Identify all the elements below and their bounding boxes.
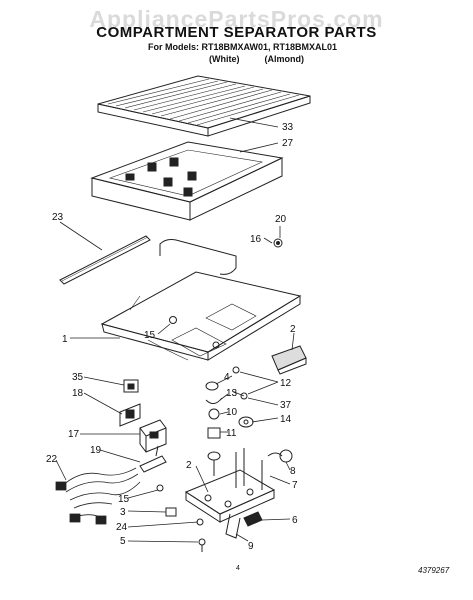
models-line: For Models: RT18BMXAW01, RT18BMXAL01 bbox=[147, 42, 338, 52]
callout-15-upper: 15 bbox=[144, 330, 156, 341]
diagram-title: COMPARTMENT SEPARATOR PARTS bbox=[96, 24, 377, 41]
screw-20-drawing bbox=[273, 238, 283, 248]
callout-11: 11 bbox=[226, 428, 237, 439]
callout-4: 4 bbox=[224, 372, 230, 383]
screw-15-upper-drawing bbox=[169, 316, 177, 324]
callout-2-lower: 2 bbox=[186, 460, 192, 471]
callout-8: 8 bbox=[290, 466, 296, 477]
callout-22: 22 bbox=[46, 454, 58, 465]
callout-1: 1 bbox=[62, 334, 68, 345]
callout-6: 6 bbox=[292, 515, 298, 526]
screws-lower-drawing bbox=[156, 484, 206, 552]
callout-3: 3 bbox=[120, 507, 126, 518]
callout-10: 10 bbox=[226, 407, 238, 418]
callout-5: 5 bbox=[120, 536, 126, 547]
callout-27: 27 bbox=[282, 138, 294, 149]
colors-line: (White) (Almond) bbox=[209, 54, 304, 64]
thermostat-assembly-drawing bbox=[205, 381, 223, 476]
callout-20: 20 bbox=[275, 214, 287, 225]
callout-12: 12 bbox=[280, 378, 292, 389]
watermark: AppliancePartsPros.com bbox=[89, 6, 384, 32]
callout-37: 37 bbox=[280, 400, 292, 411]
callout-18: 18 bbox=[72, 388, 84, 399]
callout-7: 7 bbox=[292, 480, 298, 491]
separator-grille-drawing bbox=[97, 75, 311, 137]
callout-13: 13 bbox=[226, 388, 238, 399]
bracket-19-drawing bbox=[139, 445, 167, 473]
connector-6-drawing bbox=[243, 511, 263, 527]
callout-24: 24 bbox=[116, 522, 128, 533]
callout-15-lower: 15 bbox=[118, 494, 130, 505]
callout-35: 35 bbox=[72, 372, 84, 383]
leader-lines bbox=[55, 117, 295, 543]
separator-plate-drawing bbox=[100, 271, 302, 361]
callout-2-upper: 2 bbox=[290, 324, 296, 335]
wiring-harness-drawing bbox=[55, 467, 141, 525]
clip-3-drawing bbox=[165, 507, 177, 517]
page-number: 4 bbox=[236, 565, 240, 572]
callout-19: 19 bbox=[90, 445, 102, 456]
baffle-piece-drawing bbox=[271, 345, 307, 375]
trim-strip-drawing bbox=[59, 235, 151, 285]
callout-16: 16 bbox=[250, 234, 262, 245]
wire-clip-drawing bbox=[267, 449, 293, 463]
thermostat-housing-drawing bbox=[139, 419, 167, 453]
heater-wire-drawing bbox=[159, 239, 237, 275]
callout-17: 17 bbox=[68, 429, 80, 440]
bezel-drawing bbox=[119, 403, 141, 427]
control-knob-drawing bbox=[123, 379, 139, 393]
part-callouts: 33 27 23 20 16 1 15 2 35 4 12 18 13 10 3… bbox=[46, 122, 298, 552]
separator-box-drawing bbox=[90, 141, 284, 221]
mounting-base-drawing bbox=[184, 448, 276, 539]
callout-33: 33 bbox=[282, 122, 294, 133]
document-number: 4379267 bbox=[418, 566, 450, 575]
callout-23: 23 bbox=[52, 212, 64, 223]
callout-9: 9 bbox=[248, 541, 254, 552]
callout-14: 14 bbox=[280, 414, 292, 425]
